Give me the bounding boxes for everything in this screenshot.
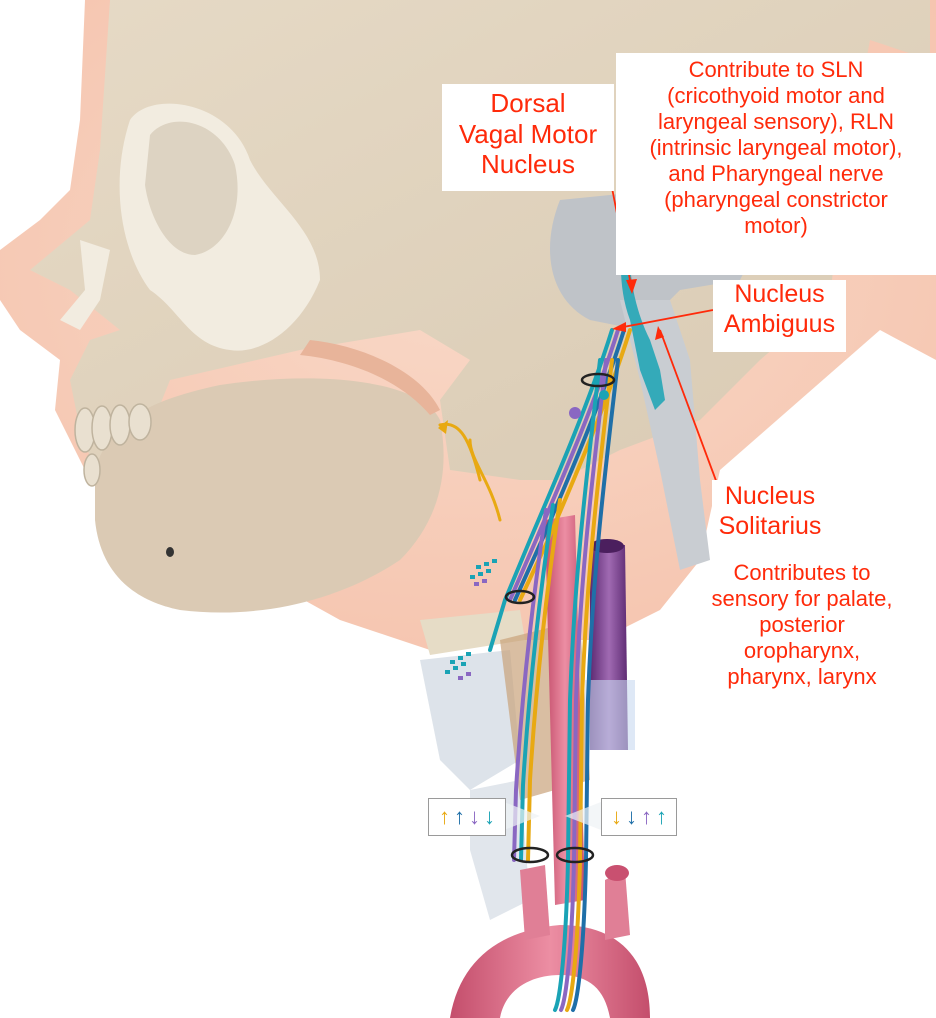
label-nucleus-solitarius: Nucleus Solitarius: [712, 480, 828, 554]
label-line: oropharynx,: [743, 637, 861, 663]
label-line: and Pharyngeal nerve: [668, 160, 884, 186]
arrow-up-icon: ↑: [439, 804, 450, 829]
label-line: laryngeal sensory), RLN: [658, 108, 894, 134]
label-dorsal-vagal-motor-nucleus: Dorsal Vagal Motor Nucleus: [442, 84, 614, 191]
arrow-down-icon: ↓: [626, 804, 637, 829]
thyroid-cartilage: [420, 650, 520, 790]
arrow-up-icon: ↑: [641, 804, 652, 829]
mandible: [95, 378, 444, 613]
arrow-up-icon: ↑: [656, 804, 667, 829]
label-line: (cricothyoid motor and: [667, 82, 885, 108]
arrow-down-icon: ↓: [469, 804, 480, 829]
label-line: (pharyngeal constrictor: [664, 186, 888, 212]
label-line: Contributes to: [733, 560, 871, 585]
label-line: Vagal Motor: [458, 118, 598, 149]
label-line: pharynx, larynx: [727, 663, 877, 689]
fiber-direction-legend-left: ↑ ↑ ↓ ↓: [428, 798, 506, 836]
aortic-arch: [450, 925, 650, 1018]
fiber-direction-legend-right: ↓ ↓ ↑ ↑: [601, 798, 677, 836]
label-line: posterior: [759, 611, 845, 637]
label-line: (intrinsic laryngeal motor),: [649, 134, 903, 160]
label-contributes-sensory: Contributes to sensory for palate, poste…: [668, 556, 936, 750]
label-line: Nucleus: [481, 149, 575, 180]
label-line: sensory for palate,: [711, 585, 893, 611]
label-line: Dorsal: [490, 88, 566, 118]
arrow-down-icon: ↓: [484, 804, 495, 829]
teeth: [74, 403, 152, 487]
label-nucleus-ambiguus: Nucleus Ambiguus: [713, 280, 846, 352]
label-line: Contribute to SLN: [688, 57, 864, 82]
arrow-up-icon: ↑: [454, 804, 465, 829]
label-line: Solitarius: [718, 511, 822, 540]
label-line: motor): [744, 212, 808, 238]
palate: [300, 340, 440, 415]
label-line: Nucleus: [734, 280, 825, 308]
vagus-nerve-bundle: [438, 328, 632, 1012]
label-line: Ambiguus: [723, 309, 836, 338]
arrow-down-icon: ↓: [611, 804, 622, 829]
label-contribute-to-sln: Contribute to SLN (cricothyoid motor and…: [616, 53, 936, 275]
label-line: Nucleus: [724, 482, 816, 510]
